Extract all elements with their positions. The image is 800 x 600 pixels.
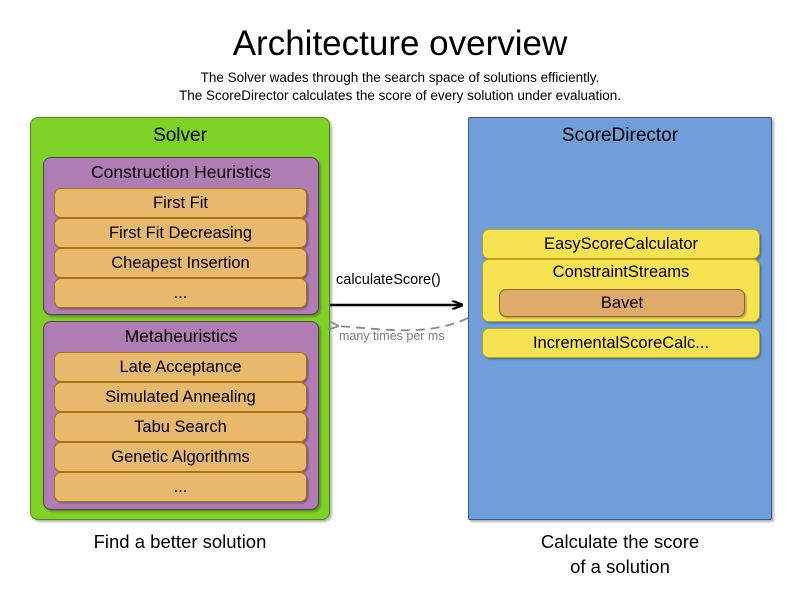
caption-solver: Find a better solution bbox=[93, 531, 267, 552]
caption-score-director-line-1: Calculate the score bbox=[540, 531, 700, 552]
score-director-panel-title: ScoreDirector bbox=[561, 125, 679, 146]
list-item-incremental-score-calculator[interactable]: IncrementalScoreCalc... bbox=[482, 328, 760, 358]
list-item-bavet[interactable]: Bavet bbox=[499, 289, 745, 317]
group-construction-heuristics: Construction Heuristics First Fit First … bbox=[43, 157, 319, 315]
arrow-label-calculate-score: calculateScore() bbox=[336, 272, 441, 288]
list-item[interactable]: First Fit bbox=[54, 188, 307, 218]
group-metaheuristics: Metaheuristics Late Acceptance Simulated… bbox=[43, 321, 319, 510]
caption-score-director-line-2: of a solution bbox=[570, 555, 670, 577]
list-item[interactable]: Genetic Algorithms bbox=[54, 442, 307, 472]
list-item[interactable]: Simulated Annealing bbox=[54, 382, 307, 412]
caption-score-director: Calculate the score of a solution bbox=[468, 530, 772, 580]
group-title-metaheuristics: Metaheuristics bbox=[124, 326, 238, 346]
list-item[interactable]: Cheapest Insertion bbox=[54, 248, 307, 278]
arrow-label-many-times-per-ms: many times per ms bbox=[339, 329, 445, 343]
list-item-constraint-streams[interactable]: ConstraintStreams Bavet bbox=[482, 259, 760, 322]
list-item[interactable]: Late Acceptance bbox=[54, 352, 307, 382]
subtitle-line-1: The Solver wades through the search spac… bbox=[200, 70, 600, 85]
list-item[interactable]: ... bbox=[54, 278, 307, 308]
list-item[interactable]: First Fit Decreasing bbox=[54, 218, 307, 248]
list-item[interactable]: Tabu Search bbox=[54, 412, 307, 442]
subtitle-line-2: The ScoreDirector calculates the score o… bbox=[179, 88, 621, 103]
score-director-panel: ScoreDirector EasyScoreCalculator Constr… bbox=[468, 117, 772, 520]
solver-panel-title: Solver bbox=[153, 125, 207, 146]
group-title-construction-heuristics: Construction Heuristics bbox=[91, 162, 271, 182]
constraint-streams-label: ConstraintStreams bbox=[552, 263, 690, 281]
solver-panel: Solver Construction Heuristics First Fit… bbox=[30, 117, 330, 520]
list-item-easy-score-calculator[interactable]: EasyScoreCalculator bbox=[482, 229, 760, 259]
list-item[interactable]: ... bbox=[54, 472, 307, 502]
page-title: Architecture overview bbox=[232, 24, 568, 63]
